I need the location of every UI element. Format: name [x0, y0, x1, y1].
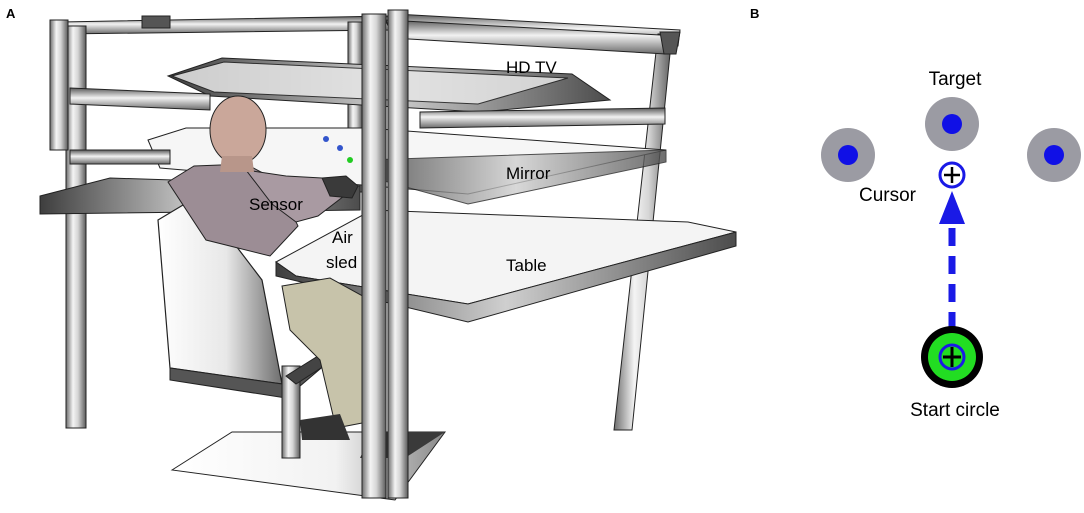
frame-post-front-center-right — [387, 9, 409, 499]
start-circle — [921, 326, 983, 388]
target-center-dot — [942, 114, 962, 134]
participant-hand-sensor — [321, 175, 359, 199]
participant-head — [209, 95, 267, 165]
label-start-circle: Start circle — [910, 400, 1000, 421]
label-air-line-2: sled — [326, 253, 357, 272]
target-right-dot — [1044, 145, 1064, 165]
participant — [167, 95, 379, 440]
frame-post-front-left — [49, 19, 69, 151]
frame-post-front-center-left — [361, 13, 387, 499]
panel-b-letter: B — [750, 6, 759, 21]
label-table: Table — [506, 256, 547, 275]
label-mirror: Mirror — [506, 164, 551, 183]
frame-rail-middle — [69, 149, 171, 165]
participant-legs — [281, 277, 379, 429]
mirror-reflection-dot-2 — [337, 145, 343, 151]
panel-b: B Target Cursor — [750, 6, 1081, 421]
participant-neck — [220, 156, 254, 172]
frame-cap — [141, 15, 171, 29]
target-center — [925, 97, 979, 151]
label-cursor: Cursor — [859, 185, 917, 206]
mirror-reflection-dot-3 — [347, 157, 353, 163]
movement-arrow-head — [939, 191, 965, 224]
target-left — [821, 128, 875, 182]
label-hd-tv: HD TV — [506, 58, 557, 77]
panel-a: A — [6, 6, 737, 501]
label-target: Target — [929, 69, 983, 90]
panel-a-letter: A — [6, 6, 16, 21]
cursor — [938, 161, 966, 189]
frame-post-back-left — [65, 25, 87, 429]
chair-leg — [281, 365, 301, 459]
frame-rail-upper-right — [419, 107, 666, 129]
label-sensor: Sensor — [249, 195, 303, 214]
frame-top-back-bar — [59, 15, 391, 35]
target-right — [1027, 128, 1081, 182]
mirror-reflection-dot-1 — [323, 136, 329, 142]
participant-shoe — [300, 414, 350, 440]
start-circle-cursor — [938, 343, 966, 371]
frame-rail-upper — [69, 87, 211, 111]
frame-joint-right — [659, 31, 681, 55]
label-air-line-1: Air — [332, 228, 353, 247]
target-left-dot — [838, 145, 858, 165]
